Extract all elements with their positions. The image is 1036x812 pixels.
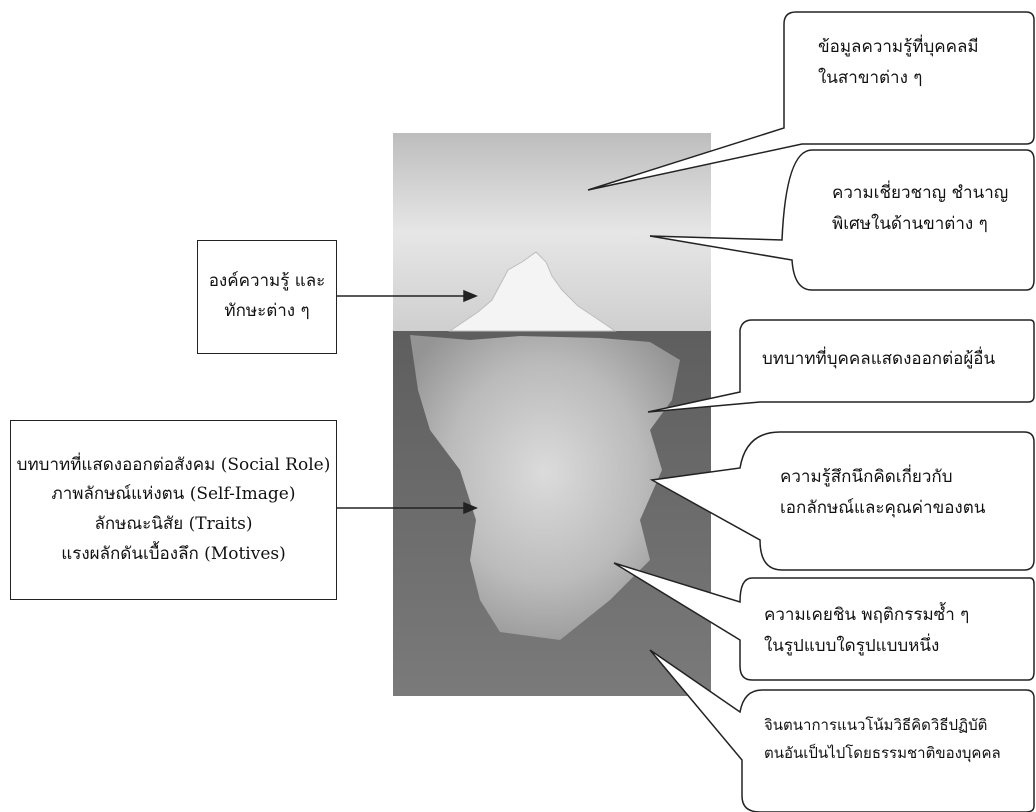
deep-traits-line-1: บทบาทที่แสดงออกต่อสังคม (Social Role) <box>17 451 331 481</box>
bubble-traits-text: ความเคยชิน พฤติกรรมซ้ำ ๆ ในรูปแบบใดรูปแบ… <box>764 600 969 663</box>
label-box-deep-traits: บทบาทที่แสดงออกต่อสังคม (Social Role) ภา… <box>10 420 337 600</box>
bubble-self-image-line-2: เอกลักษณ์และคุณค่าของตน <box>780 493 985 524</box>
bubble-knowledge-text: ข้อมูลความรู้ที่บุคคลมี ในสาขาต่าง ๆ <box>818 32 979 95</box>
bubble-expertise-line-1: ความเชี่ยวชาญ ชำนาญ <box>832 178 1008 209</box>
knowledge-skills-line-1: องค์ความรู้ และ <box>209 267 326 297</box>
deep-traits-line-3: ลักษณะนิสัย (Traits) <box>94 510 252 540</box>
bubble-motives-text: จินตนาการแนวโน้มวิธีคิดวิธีปฏิบัติ ตนอัน… <box>764 712 1001 768</box>
deep-traits-line-4: แรงผลักดันเบื้องลึก (Motives) <box>61 540 286 570</box>
bubble-knowledge-line-2: ในสาขาต่าง ๆ <box>818 63 979 94</box>
bubble-expertise-text: ความเชี่ยวชาญ ชำนาญ พิเศษในด้านขาต่าง ๆ <box>832 178 1008 241</box>
bubble-motives-line-1: จินตนาการแนวโน้มวิธีคิดวิธีปฏิบัติ <box>764 712 1001 740</box>
bubble-self-image-text: ความรู้สึกนึกคิดเกี่ยวกับ เอกลักษณ์และคุ… <box>780 462 985 525</box>
bubble-traits-line-1: ความเคยชิน พฤติกรรมซ้ำ ๆ <box>764 600 969 631</box>
bubble-self-image-line-1: ความรู้สึกนึกคิดเกี่ยวกับ <box>780 462 985 493</box>
bubble-social-role-text: บทบาทที่บุคคลแสดงออกต่อผู้อื่น <box>762 344 995 375</box>
knowledge-skills-line-2: ทักษะต่าง ๆ <box>224 297 309 327</box>
bubble-motives-line-2: ตนอันเป็นไปโดยธรรมชาติของบุคคล <box>764 740 1001 768</box>
bubble-expertise-line-2: พิเศษในด้านขาต่าง ๆ <box>832 209 1008 240</box>
bubble-traits-line-2: ในรูปแบบใดรูปแบบหนึ่ง <box>764 631 969 662</box>
deep-traits-line-2: ภาพลักษณ์แห่งตน (Self-Image) <box>52 480 296 510</box>
bubble-social-role-line-1: บทบาทที่บุคคลแสดงออกต่อผู้อื่น <box>762 344 995 375</box>
bubble-knowledge-line-1: ข้อมูลความรู้ที่บุคคลมี <box>818 32 979 63</box>
iceberg-photo <box>393 133 711 696</box>
label-box-knowledge-skills: องค์ความรู้ และ ทักษะต่าง ๆ <box>197 240 337 354</box>
